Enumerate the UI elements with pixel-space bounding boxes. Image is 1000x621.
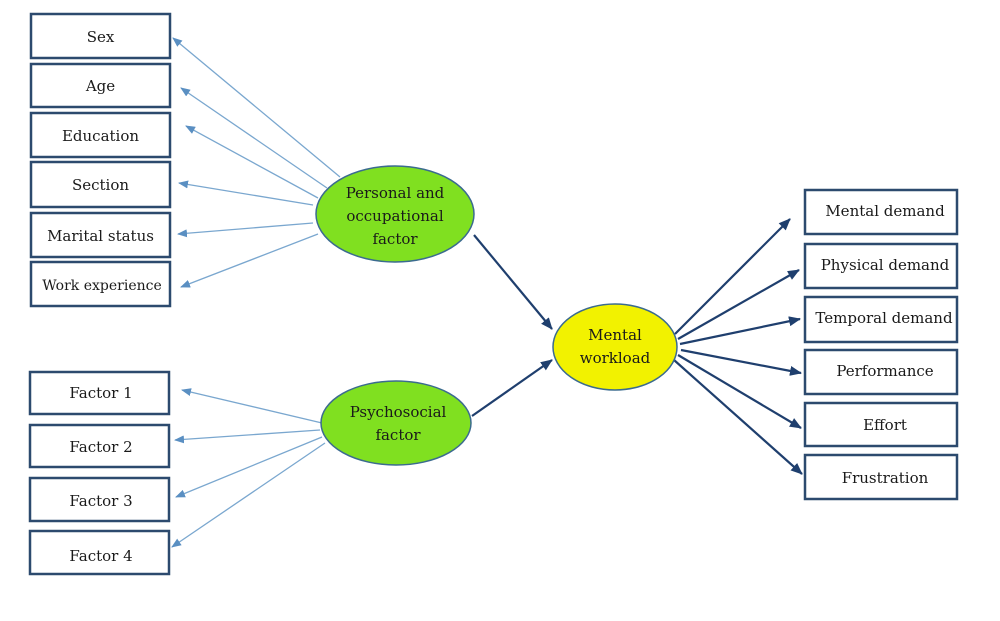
demographic-box-sex: Sex: [29, 12, 172, 60]
arrow-psycho-to-factor1: [181, 388, 323, 424]
personal-node-line-3: factor: [372, 230, 418, 248]
personal-occupational-node: Personal and occupational factor: [315, 165, 475, 263]
arrow-personal-to-education: [185, 125, 319, 199]
arrow-workload-to-frustration: [673, 359, 803, 475]
arrow-workload-to-mental-demand: [674, 218, 791, 335]
psychosocial-node: Psychosocial factor: [320, 380, 472, 466]
arrow-personal-to-marital: [177, 222, 314, 238]
arrow-personal-to-sex: [172, 37, 341, 178]
nasa-box-performance: Performance: [803, 348, 959, 396]
arrow-psycho-to-factor4: [171, 442, 326, 548]
demographic-label-work-experience: Work experience: [42, 278, 162, 294]
mental-workload-node: Mental workload: [552, 303, 678, 391]
psychosocial-label-factor-1: Factor 1: [69, 384, 132, 402]
arrow-personal-to-workload: [473, 234, 553, 330]
nasa-box-mental-demand: Mental demand: [803, 188, 959, 236]
demographic-box-age: Age: [29, 62, 172, 109]
arrows-layer: [171, 37, 803, 548]
psychosocial-node-line-2: factor: [375, 426, 421, 444]
arrow-psycho-to-workload: [471, 359, 553, 417]
psychosocial-label-factor-4: Factor 4: [69, 547, 132, 565]
nasa-box-temporal-demand: Temporal demand: [803, 295, 959, 344]
demographic-label-marital-status: Marital status: [47, 227, 154, 245]
arrow-psycho-to-factor2: [174, 429, 321, 444]
psychosocial-box-factor-2: Factor 2: [28, 423, 171, 469]
nasa-box-frustration: Frustration: [803, 453, 959, 501]
arrow-personal-to-section: [178, 180, 314, 206]
psychosocial-label-factor-2: Factor 2: [69, 438, 132, 456]
nasa-label-performance: Performance: [836, 362, 933, 380]
arrow-psycho-to-factor3: [175, 436, 323, 498]
psychosocial-box-factor-4: Factor 4: [28, 529, 171, 576]
demographic-box-section: Section: [29, 160, 172, 209]
demographic-label-education: Education: [62, 127, 139, 145]
nasa-box-physical-demand: Physical demand: [803, 242, 959, 290]
personal-node-line-1: Personal and: [346, 184, 445, 202]
demographic-label-age: Age: [85, 77, 115, 95]
demographic-label-section: Section: [72, 176, 129, 194]
arrow-personal-to-age: [180, 87, 328, 189]
nasa-box-effort: Effort: [803, 401, 959, 448]
arrow-workload-to-performance: [680, 348, 802, 376]
nasa-label-temporal-demand: Temporal demand: [815, 309, 953, 327]
arrow-workload-to-temporal-demand: [679, 316, 801, 346]
personal-node-line-2: occupational: [346, 207, 443, 225]
psychosocial-box-factor-3: Factor 3: [28, 476, 171, 523]
psychosocial-box-factor-1: Factor 1: [28, 370, 171, 416]
workload-node-line-1: Mental: [588, 326, 642, 344]
nasa-label-physical-demand: Physical demand: [821, 256, 950, 274]
arrow-workload-to-physical-demand: [677, 269, 800, 340]
demographic-box-education: Education: [29, 111, 172, 159]
nasa-label-effort: Effort: [863, 416, 907, 434]
demographic-box-work-experience: Work experience: [29, 260, 172, 308]
psychosocial-label-factor-3: Factor 3: [69, 492, 132, 510]
workload-node-line-2: workload: [580, 349, 651, 367]
demographic-box-marital-status: Marital status: [29, 211, 172, 259]
demographic-label-sex: Sex: [87, 28, 115, 46]
psychosocial-node-line-1: Psychosocial: [350, 403, 447, 421]
nasa-label-frustration: Frustration: [842, 469, 929, 487]
nasa-label-mental-demand: Mental demand: [825, 202, 945, 220]
arrow-personal-to-work: [180, 233, 319, 288]
arrow-workload-to-effort: [677, 354, 802, 429]
